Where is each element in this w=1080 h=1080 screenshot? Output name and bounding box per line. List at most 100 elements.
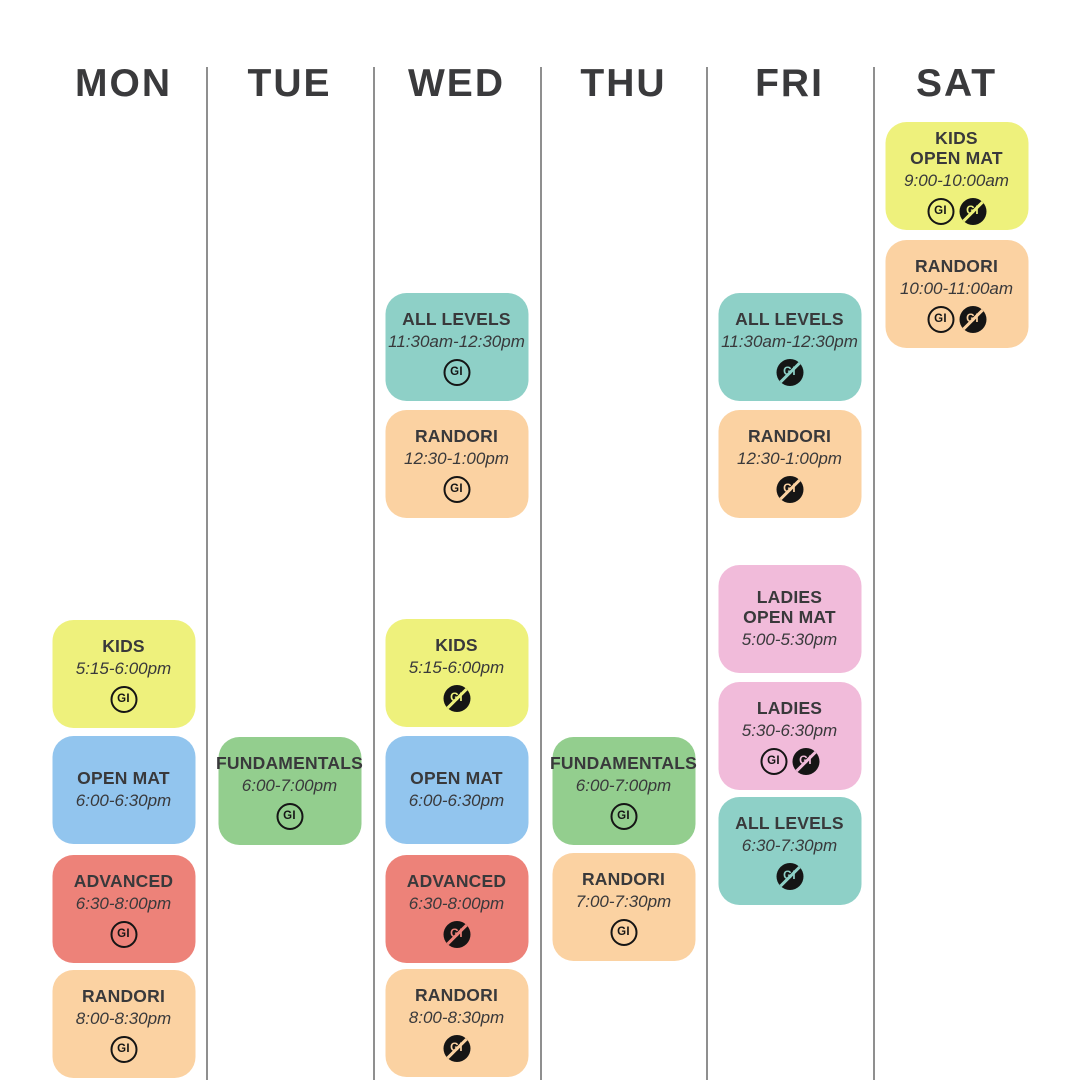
class-title: RANDORI <box>82 986 165 1006</box>
column-divider <box>706 67 708 1080</box>
class-title-line: RANDORI <box>581 868 666 889</box>
gi-icon: GI <box>760 747 787 775</box>
icon-row: GI <box>276 802 303 830</box>
class-card-open-mat: OPEN MAT 6:00-6:30pm <box>52 736 195 844</box>
class-time: 11:30am-12:30pm <box>388 331 525 351</box>
day-header-wed: WED <box>408 62 505 105</box>
class-time: 12:30-1:00pm <box>737 448 842 468</box>
no-gi-icon: GI <box>776 862 803 890</box>
icon-row: GI <box>610 918 637 946</box>
class-title-line: OPEN MAT <box>77 768 170 788</box>
day-header-fri: FRI <box>755 62 824 105</box>
gi-icon: GI <box>110 920 137 948</box>
no-gi-icon: GI <box>776 358 803 386</box>
day-header-sat: SAT <box>915 62 998 105</box>
gi-icon: GI <box>443 358 470 386</box>
class-title-line: OPEN MAT <box>410 768 503 788</box>
class-time: 6:00-7:00pm <box>575 775 672 795</box>
class-time: 9:00-10:00am <box>904 170 1009 190</box>
class-time: 6:00-7:00pm <box>241 775 338 795</box>
class-title-line: ALL LEVELS <box>402 308 511 329</box>
day-header-tue: TUE <box>247 62 332 105</box>
icon-row: GI <box>776 475 803 503</box>
gi-icon: GI <box>276 802 303 830</box>
icon-row: GI <box>443 475 470 503</box>
icon-row: GI <box>443 1034 470 1062</box>
column-divider <box>873 67 875 1080</box>
class-title: RANDORI <box>748 426 831 446</box>
class-time: 5:00-5:30pm <box>741 630 838 649</box>
column-divider <box>540 67 542 1080</box>
gi-icon: GI <box>443 475 470 503</box>
class-title: KIDS <box>435 635 478 655</box>
class-title: LADIES <box>757 698 822 718</box>
icon-row: GI <box>110 920 137 948</box>
icon-row: GI <box>610 802 637 830</box>
gi-icon: GI <box>927 197 954 225</box>
gi-icon: GI <box>610 802 637 830</box>
icon-row: GI <box>443 358 470 386</box>
class-time: 7:00-7:30pm <box>575 891 672 911</box>
gi-icon: GI <box>110 685 137 713</box>
class-title-line: ALL LEVELS <box>735 308 844 329</box>
icon-row: GI <box>110 1035 137 1063</box>
class-title: RANDORI <box>582 869 665 889</box>
class-title-line: KIDS <box>435 634 478 655</box>
class-title: OPEN MAT <box>410 768 503 788</box>
class-time: 6:00-6:30pm <box>75 791 172 810</box>
class-title-line: KIDS <box>935 127 978 148</box>
class-title-line: ADVANCED <box>73 870 174 891</box>
class-title-line: LADIES <box>756 587 823 607</box>
class-title-line: FUNDAMENTALS <box>216 752 363 773</box>
class-title-line: FUNDAMENTALS <box>550 752 697 773</box>
class-title-line: RANDORI <box>414 425 499 446</box>
class-title-line: ADVANCED <box>406 870 507 891</box>
icon-row: GI <box>110 685 137 713</box>
gi-icon: GI <box>110 1035 137 1063</box>
class-time: 6:30-8:00pm <box>75 893 172 913</box>
class-title-line: RANDORI <box>81 985 166 1006</box>
class-title: FUNDAMENTALS <box>216 753 363 773</box>
class-title: ALL LEVELS <box>735 813 844 833</box>
class-title: RANDORI <box>415 985 498 1005</box>
class-title-line: ALL LEVELS <box>735 812 844 833</box>
class-time: 5:15-6:00pm <box>75 658 172 678</box>
no-gi-icon: GI <box>792 747 819 775</box>
class-time: 8:00-8:30pm <box>408 1007 505 1027</box>
no-gi-icon: GI <box>443 920 470 948</box>
class-title: KIDS <box>102 636 145 656</box>
class-title-line: RANDORI <box>414 984 499 1005</box>
no-gi-icon: GI <box>776 475 803 503</box>
class-title: ADVANCED <box>407 871 506 891</box>
icon-row: GI <box>776 862 803 890</box>
class-title: OPEN MAT <box>77 768 170 788</box>
class-title: ALL LEVELS <box>402 309 511 329</box>
class-title: RANDORI <box>915 256 998 276</box>
no-gi-icon: GI <box>443 1034 470 1062</box>
class-title-line: RANDORI <box>747 425 832 446</box>
column-divider <box>206 67 208 1080</box>
